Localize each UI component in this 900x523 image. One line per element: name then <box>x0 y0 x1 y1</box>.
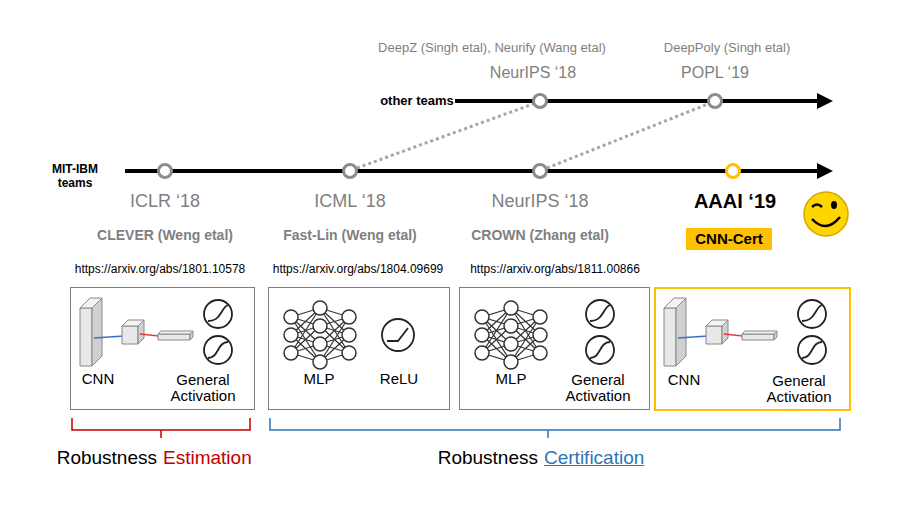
box-text: MLP <box>496 371 527 388</box>
category-label: Robustness <box>57 447 157 469</box>
smiley-icon <box>804 192 848 236</box>
timeline-marker <box>159 165 172 178</box>
category-label: Certification <box>544 447 644 469</box>
mlp-figure <box>475 301 547 369</box>
smiley-icon <box>812 205 822 208</box>
timeline-axis <box>125 93 833 179</box>
timeline-axis <box>817 93 833 109</box>
smiley-icon <box>831 201 837 209</box>
method-badge: CNN-Cert <box>686 228 772 251</box>
timeline-marker <box>534 165 547 178</box>
category-label: Estimation <box>163 447 252 469</box>
group-bracket <box>72 418 840 438</box>
model-box: MLP ReLU <box>268 287 450 410</box>
activation-icon <box>204 336 232 364</box>
activation-icon <box>798 336 826 364</box>
activation-icon <box>586 300 614 328</box>
mlp-figure <box>284 301 356 369</box>
box-text: ReLU <box>380 371 418 388</box>
group-bracket <box>270 418 840 438</box>
model-box: CNN General Activation <box>70 287 255 410</box>
paper-url: https://arxiv.org/abs/1801.10578 <box>75 263 246 277</box>
paper-url: https://arxiv.org/abs/1804.09699 <box>273 263 444 277</box>
method-label: Fast-Lin (Weng etal) <box>283 227 417 243</box>
timeline-marker <box>709 95 722 108</box>
box-text: General Activation <box>157 372 249 405</box>
category-label: Robustness <box>438 447 538 469</box>
box-text: General Activation <box>753 373 845 406</box>
mlp-figure <box>284 301 547 369</box>
timeline-marker <box>159 95 740 178</box>
activation-icon <box>586 336 614 364</box>
paper-url: https://arxiv.org/abs/1811.00866 <box>470 263 640 277</box>
timeline-marker <box>727 165 740 178</box>
box-text: MLP <box>304 371 335 388</box>
model-box: CNN General Activation <box>654 287 851 411</box>
activation-icon <box>204 300 232 328</box>
badge-text: CNN-Cert <box>695 231 763 248</box>
cnn-figure <box>664 298 777 366</box>
method-label: CROWN (Zhang etal) <box>471 227 609 243</box>
venue-label: POPL ‘19 <box>681 64 749 82</box>
activation-icon <box>382 319 414 351</box>
venue-label: AAAI ‘19 <box>694 190 776 213</box>
venue-label: ICLR ‘18 <box>130 191 200 212</box>
timeline-axis <box>125 169 820 173</box>
activation-icon <box>204 300 826 364</box>
dotted-link <box>547 104 708 168</box>
smiley-icon <box>804 192 848 236</box>
timeline-marker <box>344 165 357 178</box>
team-label: other teams <box>380 94 454 109</box>
activation-icon <box>798 300 826 328</box>
timeline-marker <box>534 95 547 108</box>
timeline-axis <box>455 99 820 103</box>
box-text: CNN <box>82 371 115 388</box>
team-label: MIT-IBM teams <box>46 163 104 191</box>
venue-label: NeurIPS ‘18 <box>490 64 576 82</box>
venue-label: ICML ‘18 <box>314 191 385 212</box>
model-box: MLP General Activation <box>459 287 650 410</box>
related-work: DeepPoly (Singh etal) <box>664 41 790 56</box>
method-label: CLEVER (Weng etal) <box>97 227 233 243</box>
timeline-axis <box>817 163 833 179</box>
cnn-figure <box>80 298 777 366</box>
group-bracket <box>72 418 250 438</box>
smiley-icon <box>812 217 840 226</box>
dotted-link <box>357 104 533 168</box>
venue-label: NeurIPS ‘18 <box>491 191 588 212</box>
related-work: DeepZ (Singh etal), Neurify (Wang etal) <box>378 41 606 56</box>
box-text: General Activation <box>552 372 644 405</box>
cnn-figure <box>80 298 193 366</box>
dotted-link <box>357 104 708 168</box>
box-text: CNN <box>668 372 701 389</box>
